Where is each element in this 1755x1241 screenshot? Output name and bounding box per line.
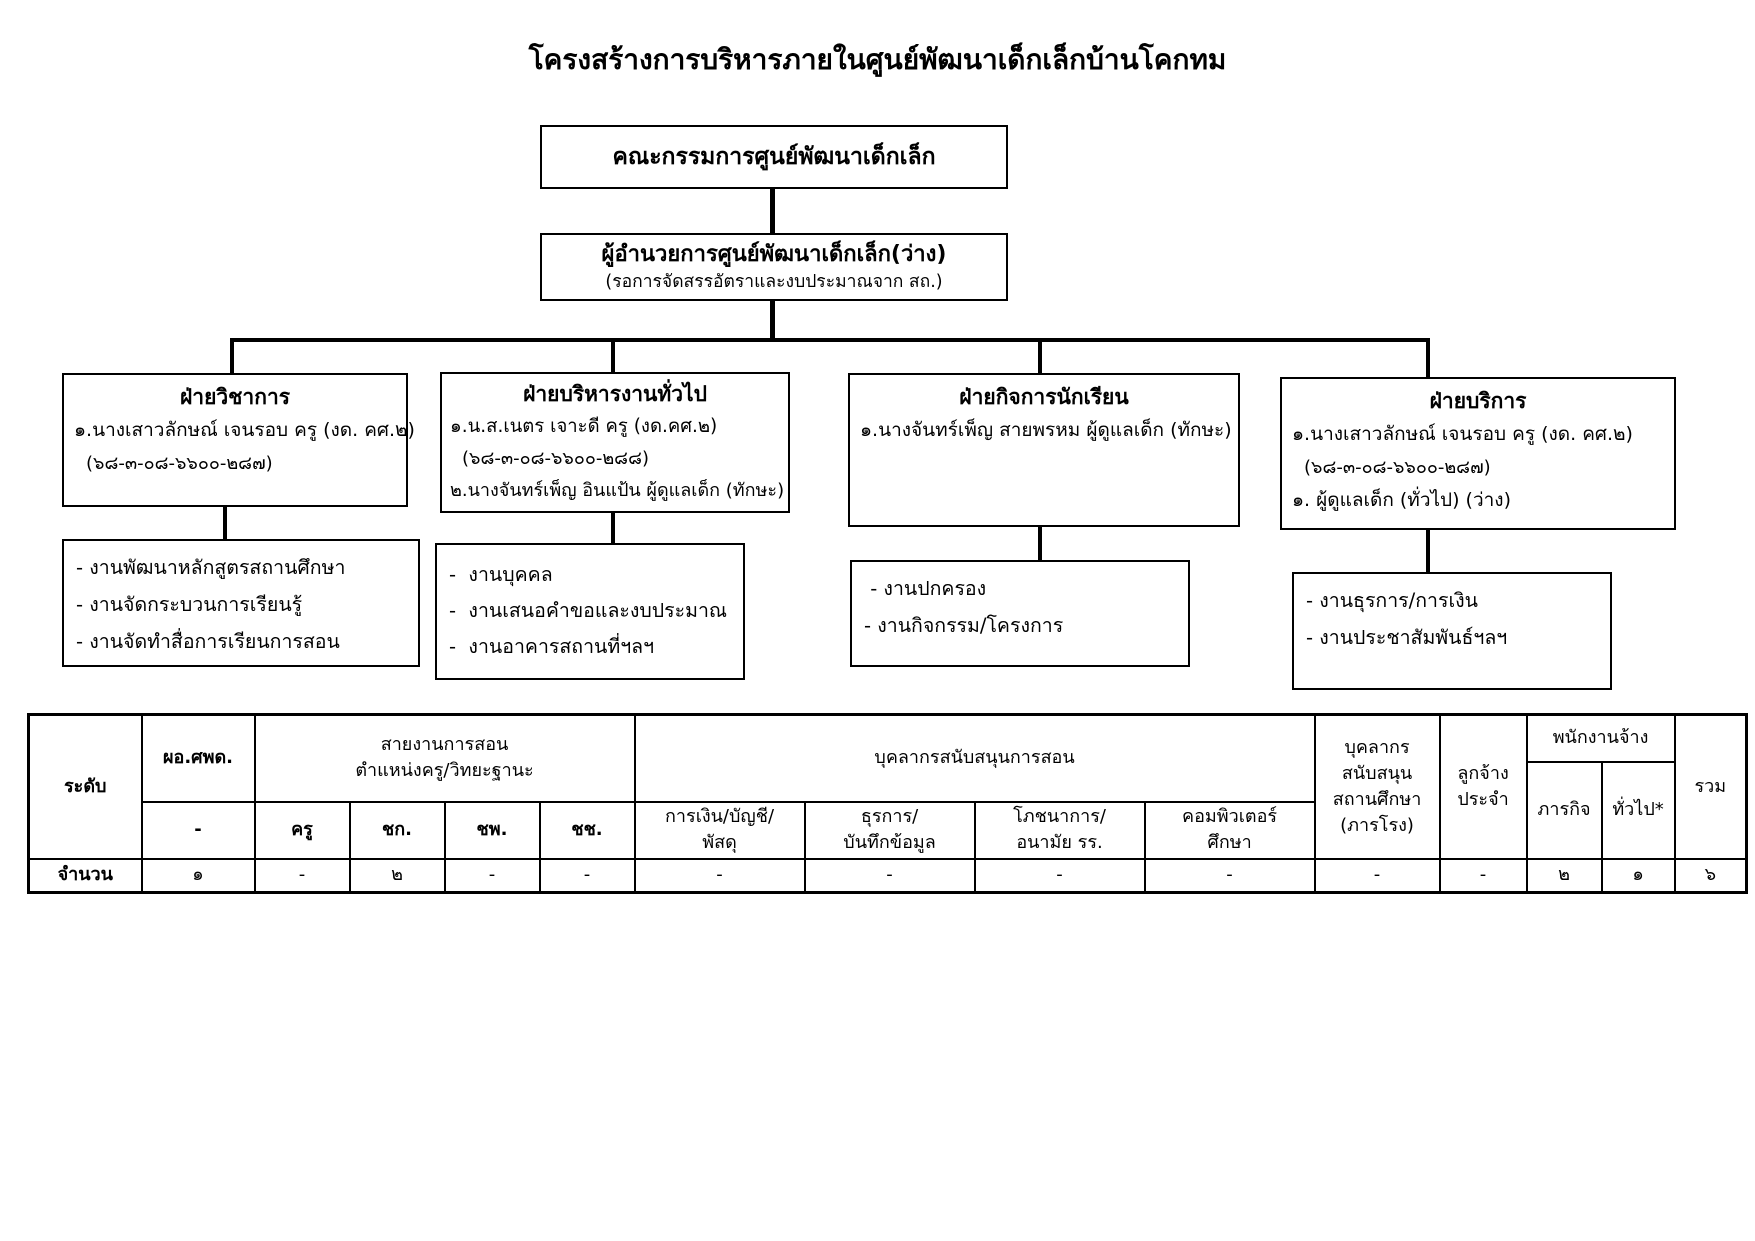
task-item: - งานจัดทำสื่อการเรียนการสอน	[76, 630, 340, 653]
header-director: ผอ.ศพด.	[140, 713, 256, 803]
task-item: - งานประชาสัมพันธ์ฯลฯ	[1306, 626, 1508, 649]
dept-staff-line: ๒.นางจันทร์เพ็ญ อินแป้น ผู้ดูแลเด็ก (ทัก…	[450, 480, 785, 501]
header-teaching-line2: ตำแหน่งครู/วิทยะฐานะ	[355, 760, 534, 782]
task-item: - งานพัฒนาหลักสูตรสถานศึกษา	[76, 556, 346, 579]
task-item: - งานเสนอคำขอและงบประมาณ	[449, 599, 727, 622]
header-chor-chor: ชช.	[538, 800, 636, 860]
dept-box-academic: ฝ่ายวิชาการ ๑.นางเสาวลักษณ์ เจนรอบ ครู (…	[62, 373, 415, 507]
dept-staff-line: ๑.นางจันทร์เพ็ญ สายพรหม ผู้ดูแลเด็ก (ทัก…	[860, 419, 1232, 441]
dept-box-services: ฝ่ายบริการ ๑.นางเสาวลักษณ์ เจนรอบ ครู (ง…	[1280, 377, 1676, 530]
header-total: รวม	[1673, 713, 1748, 860]
header-clerical: ธุรการ/ บันทึกข้อมูล	[803, 800, 976, 860]
header-teaching-line1: สายงานการสอน	[380, 734, 509, 756]
director-title: ผู้อำนวยการศูนย์พัฒนาเด็กเล็ก(ว่าง)	[601, 242, 947, 267]
dept-staff-line: ๑.น.ส.เนตร เจาะดี ครู (งด.คศ.๒)	[450, 416, 718, 437]
dept-title-services: ฝ่ายบริการ	[1429, 389, 1527, 413]
header-nutrition-line: โภชนาการ/	[1013, 806, 1106, 827]
branch-distribution-line	[230, 338, 1430, 342]
header-computer-line: ศึกษา	[1207, 832, 1252, 853]
value-school-support: -	[1313, 857, 1441, 894]
header-school-support-line: สถานศึกษา	[1332, 788, 1422, 810]
dept-box-general-admin: ฝ่ายบริหารงานทั่วไป ๑.น.ส.เนตร เจาะดี คร…	[440, 372, 790, 513]
value-total: ๖	[1673, 857, 1748, 894]
value-chor-kor: ๒	[348, 857, 446, 894]
task-item: - งานกิจกรรม/โครงการ	[864, 614, 1064, 637]
value-permanent: -	[1438, 857, 1528, 894]
dept-title-general-admin: ฝ่ายบริหารงานทั่วไป	[523, 382, 707, 406]
director-box: ผู้อำนวยการศูนย์พัฒนาเด็กเล็ก(ว่าง) (รอก…	[540, 233, 1008, 301]
header-permanent-line: ประจำ	[1457, 788, 1509, 810]
task-box-student-affairs: - งานปกครอง - งานกิจกรรม/โครงการ	[850, 560, 1190, 667]
stub-branch-2	[611, 342, 615, 372]
director-subtitle: (รอการจัดสรรอัตราและงบประมาณจาก สถ.)	[605, 272, 943, 292]
row-label-count: จำนวน	[27, 857, 143, 894]
header-permanent-employee: ลูกจ้าง ประจำ	[1438, 713, 1528, 860]
stub-tasks-1	[223, 507, 227, 539]
value-hired-general: ๑	[1600, 857, 1676, 894]
header-level: ระดับ	[27, 713, 143, 860]
header-teacher: ครู	[253, 800, 351, 860]
stub-branch-1	[230, 342, 234, 373]
header-hired-general: ทั่วไป*	[1600, 760, 1676, 860]
task-item: - งานจัดกระบวนการเรียนรู้	[76, 593, 303, 616]
header-permanent-line: ลูกจ้าง	[1457, 762, 1509, 784]
value-hired-mission: ๒	[1525, 857, 1603, 894]
task-item: - งานบุคคล	[449, 563, 553, 586]
value-finance: -	[633, 857, 806, 894]
header-finance-line: การเงิน/บัญชี/	[665, 806, 775, 827]
dept-staff-line: ๑.นางเสาวลักษณ์ เจนรอบ ครู (งด. คศ.๒)	[1292, 423, 1633, 445]
connector-committee-director	[770, 189, 775, 234]
value-chor-por: -	[443, 857, 541, 894]
header-hired-group: พนักงานจ้าง	[1525, 713, 1676, 763]
header-school-support-line: บุคลากร	[1344, 736, 1410, 758]
header-clerical-line: ธุรการ/	[860, 806, 919, 827]
header-clerical-line: บันทึกข้อมูล	[843, 832, 936, 853]
task-item: - งานปกครอง	[864, 577, 987, 600]
task-box-services: - งานธุรการ/การเงิน - งานประชาสัมพันธ์ฯล…	[1292, 572, 1612, 690]
header-nutrition: โภชนาการ/ อนามัย รร.	[973, 800, 1146, 860]
header-finance: การเงิน/บัญชี/ พัสดุ	[633, 800, 806, 860]
header-school-support-line: (ภารโรง)	[1340, 814, 1414, 836]
header-school-support-line: สนับสนุน	[1341, 762, 1413, 784]
header-support-teaching-group: บุคลากรสนับสนุนการสอน	[633, 713, 1316, 803]
dept-staff-line: (๖๘-๓-๐๘-๖๖๐๐-๒๘๘)	[462, 448, 649, 469]
value-chor-chor: -	[538, 857, 636, 894]
dept-staff-line: (๖๘-๓-๐๘-๖๖๐๐-๒๘๗)	[86, 453, 273, 474]
value-director: ๑	[140, 857, 256, 894]
value-teacher: -	[253, 857, 351, 894]
value-nutrition: -	[973, 857, 1146, 894]
dept-box-student-affairs: ฝ่ายกิจการนักเรียน ๑.นางจันทร์เพ็ญ สายพร…	[848, 373, 1240, 527]
dept-staff-line: ๑.นางเสาวลักษณ์ เจนรอบ ครู (งด. คศ.๒)	[74, 419, 415, 441]
header-director-sub: -	[140, 800, 256, 860]
page-title: โครงสร้างการบริหารภายในศูนย์พัฒนาเด็กเล็…	[528, 43, 1227, 76]
staffing-table-wrap: ระดับ ผอ.ศพด. สายงานการสอน ตำแหน่งครู/วิ…	[27, 713, 1749, 894]
stub-tasks-3	[1038, 527, 1042, 560]
staffing-table: ระดับ ผอ.ศพด. สายงานการสอน ตำแหน่งครู/วิ…	[27, 713, 1749, 894]
dept-staff-line: (๖๘-๓-๐๘-๖๖๐๐-๒๘๗)	[1304, 457, 1491, 478]
header-computer: คอมพิวเตอร์ ศึกษา	[1143, 800, 1316, 860]
stub-tasks-2	[611, 513, 615, 543]
task-item: - งานธุรการ/การเงิน	[1306, 589, 1478, 612]
task-item: - งานอาคารสถานที่ฯลฯ	[449, 635, 655, 658]
dept-staff-line: ๑. ผู้ดูแลเด็ก (ทั่วไป) (ว่าง)	[1292, 489, 1511, 511]
task-box-academic: - งานพัฒนาหลักสูตรสถานศึกษา - งานจัดกระบ…	[62, 539, 420, 667]
stub-branch-4	[1426, 342, 1430, 377]
header-hired-mission: ภารกิจ	[1525, 760, 1603, 860]
header-computer-line: คอมพิวเตอร์	[1182, 806, 1278, 827]
dept-title-student-affairs: ฝ่ายกิจการนักเรียน	[959, 385, 1129, 409]
header-chor-por: ชพ.	[443, 800, 541, 860]
value-computer: -	[1143, 857, 1316, 894]
header-school-support: บุคลากร สนับสนุน สถานศึกษา (ภารโรง)	[1313, 713, 1441, 860]
header-nutrition-line: อนามัย รร.	[1016, 832, 1103, 853]
value-clerical: -	[803, 857, 976, 894]
header-finance-line: พัสดุ	[702, 832, 737, 853]
stub-branch-3	[1038, 342, 1042, 373]
dept-title-academic: ฝ่ายวิชาการ	[179, 385, 291, 409]
header-teaching-group: สายงานการสอน ตำแหน่งครู/วิทยะฐานะ	[253, 713, 636, 803]
committee-box: คณะกรรมการศูนย์พัฒนาเด็กเล็ก	[540, 125, 1008, 189]
connector-director-branches	[770, 301, 775, 341]
header-chor-kor: ชก.	[348, 800, 446, 860]
stub-tasks-4	[1426, 530, 1430, 572]
task-box-general-admin: - งานบุคคล - งานเสนอคำขอและงบประมาณ - งา…	[435, 543, 745, 680]
